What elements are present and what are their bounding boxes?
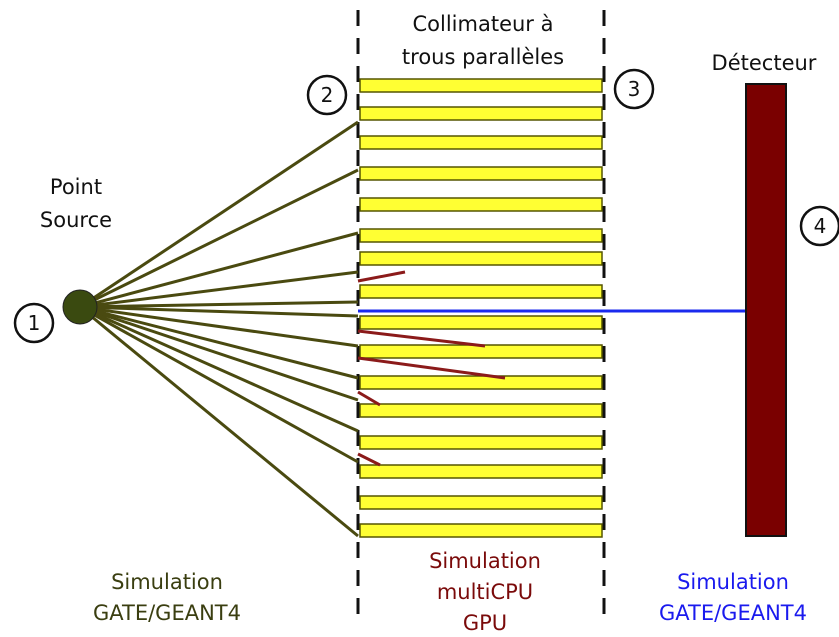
sim-left-line2: GATE/GEANT4 — [93, 601, 241, 625]
collimator-septa — [359, 78, 603, 538]
marker-2: 2 — [306, 74, 348, 116]
sim-middle-line3: GPU — [463, 611, 507, 635]
collimator-label-line1: Collimateur à — [413, 12, 554, 36]
sim-right-line2: GATE/GEANT4 — [659, 601, 807, 625]
photon-ray — [79, 305, 359, 538]
photon-ray — [79, 168, 359, 309]
sim-right-line1: Simulation — [677, 570, 789, 594]
detector-label: Détecteur — [712, 51, 817, 75]
photon-ray — [79, 305, 359, 402]
septum-bar — [359, 106, 603, 121]
septum-bar — [359, 523, 603, 538]
septum-bar — [359, 228, 603, 243]
sim-middle-line1: Simulation — [429, 549, 541, 573]
photon-ray — [79, 305, 359, 348]
marker-1: 1 — [13, 302, 55, 344]
source-label-line1: Point — [50, 175, 102, 199]
absorbed-ray — [357, 390, 381, 407]
collimator-label-line2: trous parallèles — [402, 45, 564, 69]
photon-rays — [79, 120, 359, 538]
point-source — [62, 289, 98, 325]
photon-ray — [79, 300, 359, 309]
photon-ray — [79, 120, 359, 309]
absorbed-ray — [357, 356, 506, 380]
septum-bar — [359, 375, 603, 390]
photon-ray — [79, 231, 359, 309]
absorbed-rays — [357, 270, 506, 467]
marker-3-number: 3 — [628, 77, 641, 101]
photon-ray — [79, 305, 359, 380]
marker-3: 3 — [613, 68, 655, 110]
sim-middle-line2: multiCPU — [437, 580, 533, 604]
marker-4-number: 4 — [814, 214, 827, 238]
detector — [745, 83, 787, 537]
photon-ray — [79, 305, 359, 464]
septum-bar — [359, 464, 603, 479]
septum-bar — [359, 495, 603, 510]
septum-bar — [359, 435, 603, 450]
marker-1-number: 1 — [28, 311, 41, 335]
septum-bar — [359, 197, 603, 212]
source-label-line2: Source — [40, 208, 112, 232]
sim-left-line1: Simulation — [111, 570, 223, 594]
septum-bar — [359, 251, 603, 266]
marker-4: 4 — [799, 205, 839, 247]
absorbed-ray — [357, 452, 381, 467]
septum-bar — [359, 284, 603, 299]
absorbed-ray — [357, 329, 486, 348]
septum-bar — [359, 135, 603, 150]
absorbed-ray — [357, 270, 406, 283]
septum-bar — [359, 78, 603, 93]
photon-ray — [79, 305, 359, 318]
septum-bar — [359, 403, 603, 418]
photon-ray — [79, 305, 359, 433]
marker-2-number: 2 — [321, 83, 334, 107]
septum-bar — [359, 166, 603, 181]
photon-ray — [79, 270, 359, 309]
septum-bar — [359, 315, 603, 330]
